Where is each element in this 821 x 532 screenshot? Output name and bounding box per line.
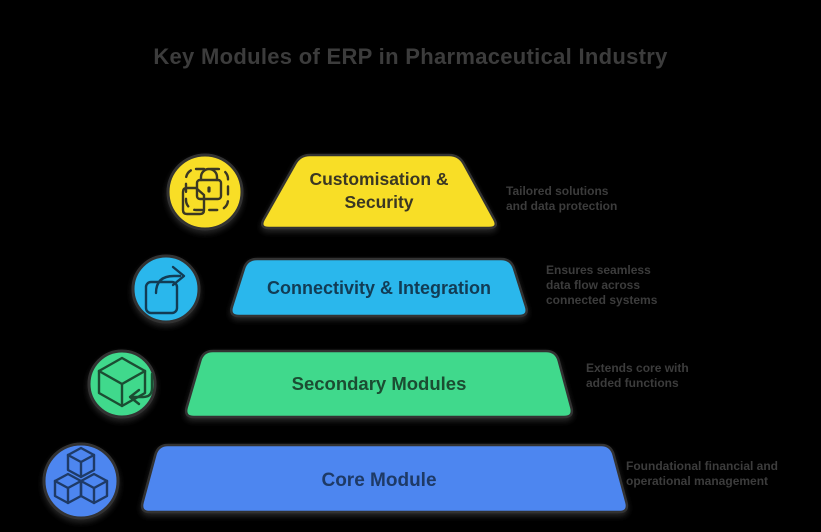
lock-document-icon <box>181 167 230 216</box>
level-label-customisation-security: Customisation & Security <box>309 169 449 212</box>
pyramid-level-connectivity-integration <box>230 257 528 318</box>
level-label-core-module: Core Module <box>321 470 437 491</box>
pyramid-level-secondary-modules <box>184 349 574 419</box>
customisation-security-badge <box>166 153 244 231</box>
annotation-connectivity-integration: Ensures seamless data flow across connec… <box>546 263 658 308</box>
pyramid-level-core-module <box>140 443 629 514</box>
package-receive-icon <box>97 356 154 408</box>
diagram-title: Key Modules of ERP in Pharmaceutical Ind… <box>153 44 668 69</box>
annotation-customisation-security: Tailored solutions and data protection <box>506 184 618 214</box>
share-export-icon <box>144 265 186 315</box>
cubes-icon <box>53 446 109 505</box>
level-label-connectivity-integration: Connectivity & Integration <box>266 278 491 298</box>
level-label-secondary-modules: Secondary Modules <box>291 373 467 394</box>
annotation-core-module: Foundational financial and operational m… <box>626 459 779 489</box>
annotation-secondary-modules: Extends core with added functions <box>586 361 689 391</box>
pyramid-level-customisation-security <box>261 153 497 230</box>
connectivity-integration-badge <box>131 254 201 324</box>
